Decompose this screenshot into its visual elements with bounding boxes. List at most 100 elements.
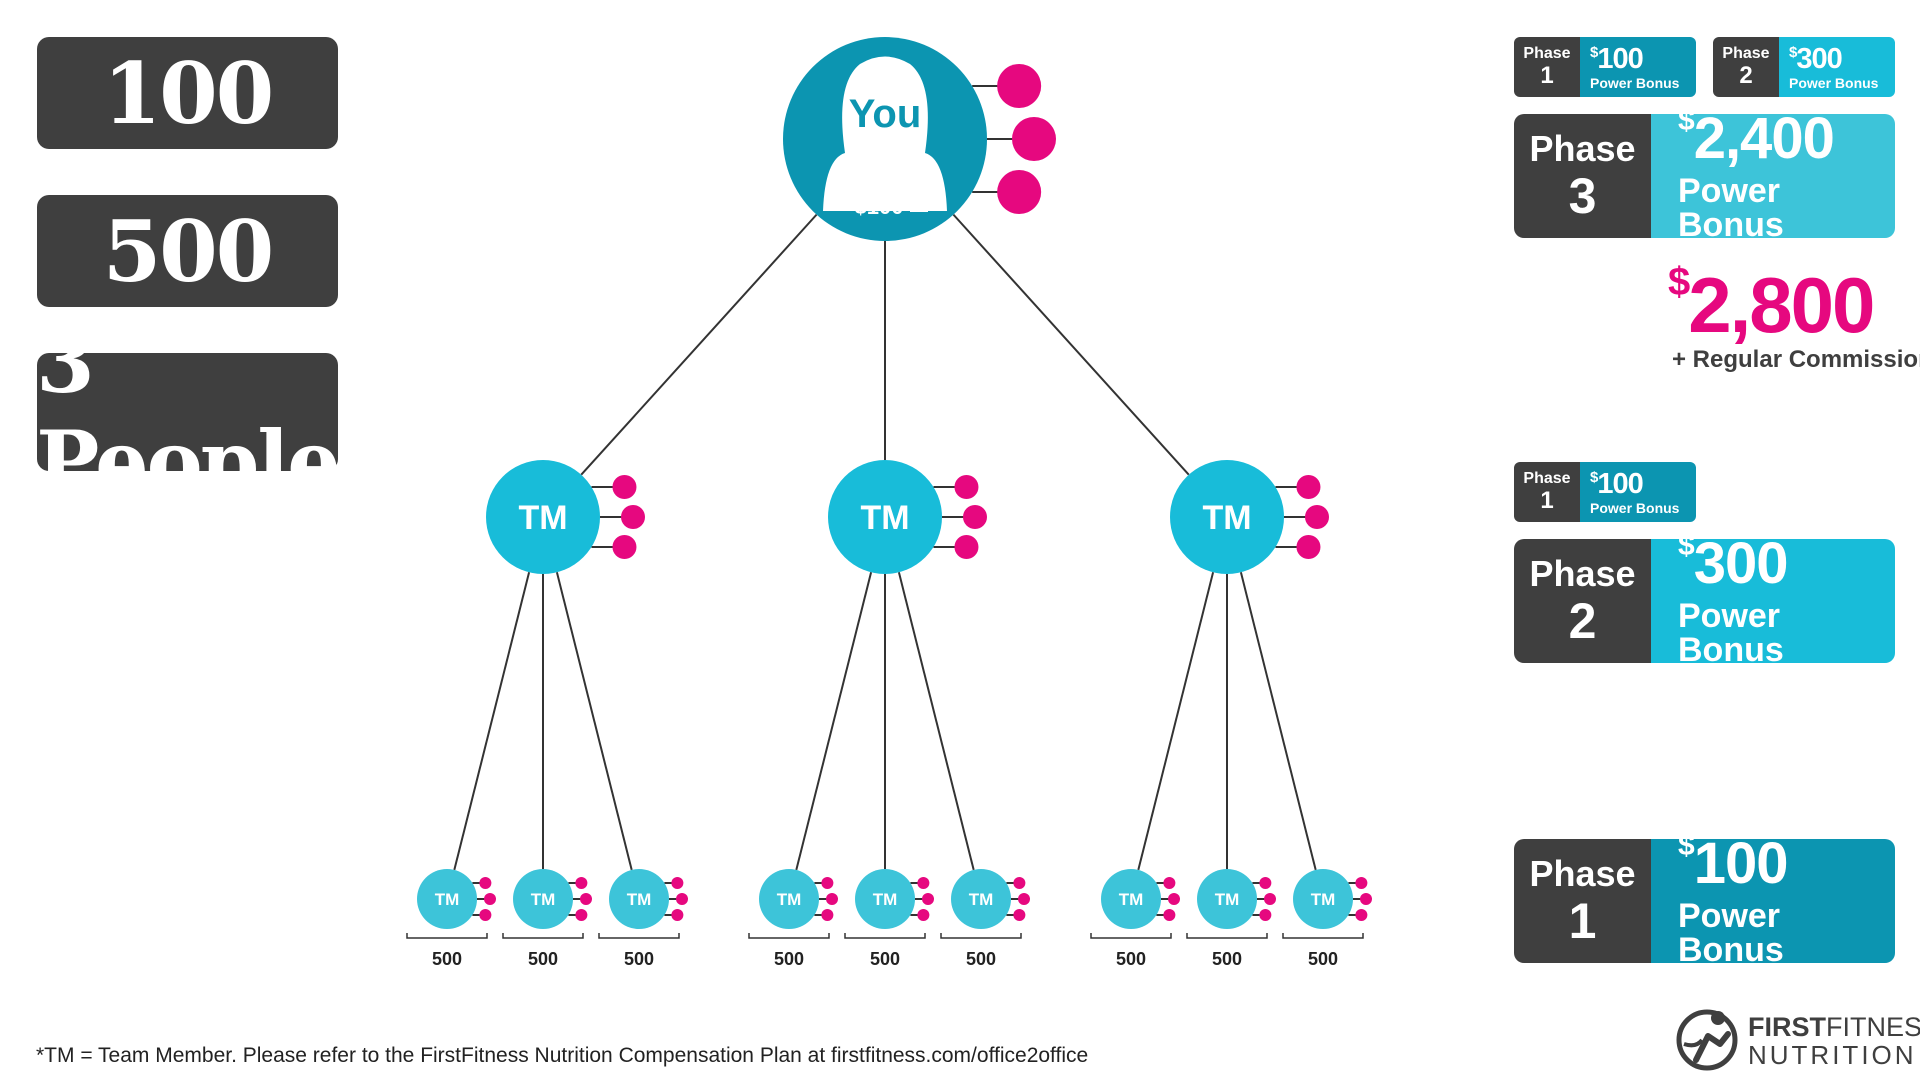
leaf-volume-label: 500 (528, 949, 558, 969)
volume-bracket (406, 933, 488, 939)
stat-box-people: 3 People (36, 313, 340, 511)
power-bonus-label: Power Bonus (1678, 597, 1784, 663)
recruit-dot (1013, 877, 1026, 889)
member-recruit-dots (933, 475, 987, 559)
power-bonus-label: Power Bonus (1678, 172, 1784, 238)
leaf-member-label: TM (1119, 890, 1144, 909)
currency-symbol: $ (1590, 468, 1598, 486)
bonus-amount: 100 (1693, 839, 1789, 896)
phase-number: 1 (1540, 62, 1554, 89)
recruit-dot (1305, 505, 1329, 529)
you-label: You (849, 92, 922, 136)
team-member-node: TM (828, 460, 987, 574)
leaf-recruit-dots (1156, 877, 1180, 921)
leaf-recruit-dots (910, 877, 934, 921)
recruit-dot (826, 893, 838, 905)
power-bonus-label: Power Bonus (1789, 74, 1879, 91)
recruit-dot (1360, 893, 1372, 905)
recruit-dot (479, 877, 492, 889)
currency-symbol: $ (1678, 539, 1695, 562)
recruit-dot (1355, 909, 1368, 921)
bonus-amount: 300 (1796, 42, 1842, 75)
recruit-dot (1296, 535, 1321, 559)
tree-connector (1137, 572, 1215, 871)
bonus-amount: 100 (1597, 467, 1643, 500)
team-member-node: TM (1170, 460, 1329, 574)
recruit-dot (612, 535, 637, 559)
footnote: *TM = Team Member. Please refer to the F… (36, 1044, 1089, 1067)
leaf-member-label: TM (627, 890, 652, 909)
person-silhouette-icon (823, 56, 947, 211)
tree-connector (555, 572, 633, 871)
stat-box-100: 100 (37, 37, 338, 149)
phase-word: Phase (1529, 853, 1636, 894)
leaf-member-label: TM (435, 890, 460, 909)
recruit-dot (821, 877, 834, 889)
recruit-dot (580, 893, 592, 905)
recruit-dot (997, 64, 1042, 108)
total-earnings: $2,800 (1668, 262, 1888, 344)
leaf-member-label: TM (1215, 890, 1240, 909)
recruit-dot (612, 475, 637, 499)
leaf-member-circle (951, 869, 1011, 929)
phase-1-card: Phase 1 $100 Power Bonus (1514, 839, 1895, 963)
volume-bracket (748, 933, 830, 939)
volume-bracket (502, 933, 584, 939)
phase-number: 1 (1568, 893, 1597, 949)
team-member-node: TM (486, 460, 645, 574)
recruit-dot (821, 909, 834, 921)
recruit-dot (1259, 909, 1272, 921)
leaf-volume-label: 500 (1308, 949, 1338, 969)
leaf-member-label: TM (873, 890, 898, 909)
team-member-label: TM (860, 499, 909, 537)
recruit-dot (1168, 893, 1180, 905)
tree-connector (795, 572, 873, 871)
connector-lines (453, 213, 1317, 871)
stat-box-500: 500 (37, 195, 338, 307)
leaf-team-member-node: TM 500 (406, 869, 496, 969)
recruit-dot (1012, 117, 1056, 161)
leaf-member-label: TM (531, 890, 556, 909)
phase-number: 1 (1540, 487, 1554, 514)
leaf-member-circle (1101, 869, 1161, 929)
total-amount-value: 2,800 (1688, 261, 1875, 349)
recruit-dot (1013, 909, 1026, 921)
logo-nutrition: NUTRITION (1748, 1040, 1917, 1070)
phase-3-card: Phase 3 $2,400 Power Bonus (1514, 114, 1895, 238)
team-member-label: TM (518, 499, 567, 537)
team-member-label: TM (1202, 499, 1251, 537)
recruit-dot (1264, 893, 1276, 905)
member-recruit-dots (591, 475, 645, 559)
recruit-dot (1259, 877, 1272, 889)
leaf-team-member-node: TM 500 (1090, 869, 1180, 969)
recruit-dot (997, 170, 1042, 214)
logo-first: FIRST (1748, 1012, 1826, 1042)
power-bonus-label: Power Bonus (1678, 897, 1784, 963)
recruit-dot (575, 909, 588, 921)
phase-1-mini-card-mid: Phase 1 $100 Power Bonus (1514, 462, 1696, 522)
leaf-member-circle (759, 869, 819, 929)
recruit-dot (954, 535, 979, 559)
leaf-volume-label: 500 (432, 949, 462, 969)
leaf-recruit-dots (814, 877, 838, 921)
leaf-member-circle (609, 869, 669, 929)
leaf-member-circle (1293, 869, 1353, 929)
leaf-member-label: TM (969, 890, 994, 909)
recruit-dot (954, 475, 979, 499)
recruit-dot (575, 877, 588, 889)
phase-2-card: Phase 2 $300 Power Bonus (1514, 539, 1895, 663)
recruit-dot (671, 909, 684, 921)
volume-bracket (1090, 933, 1172, 939)
phase-number: 2 (1739, 62, 1753, 89)
phase-2-mini-card-top: Phase 2 $300 Power Bonus (1713, 37, 1895, 97)
recruit-dot (917, 877, 930, 889)
leaf-recruit-dots (1252, 877, 1276, 921)
tree-connector (1239, 572, 1317, 871)
leaf-volume-label: 500 (1116, 949, 1146, 969)
logo-fitness: FITNESS (1826, 1012, 1920, 1042)
volume-bracket (598, 933, 680, 939)
leaf-recruit-dots (1348, 877, 1372, 921)
regular-commissions-note: + Regular Commissions (1672, 346, 1920, 373)
volume-bracket (1186, 933, 1268, 939)
